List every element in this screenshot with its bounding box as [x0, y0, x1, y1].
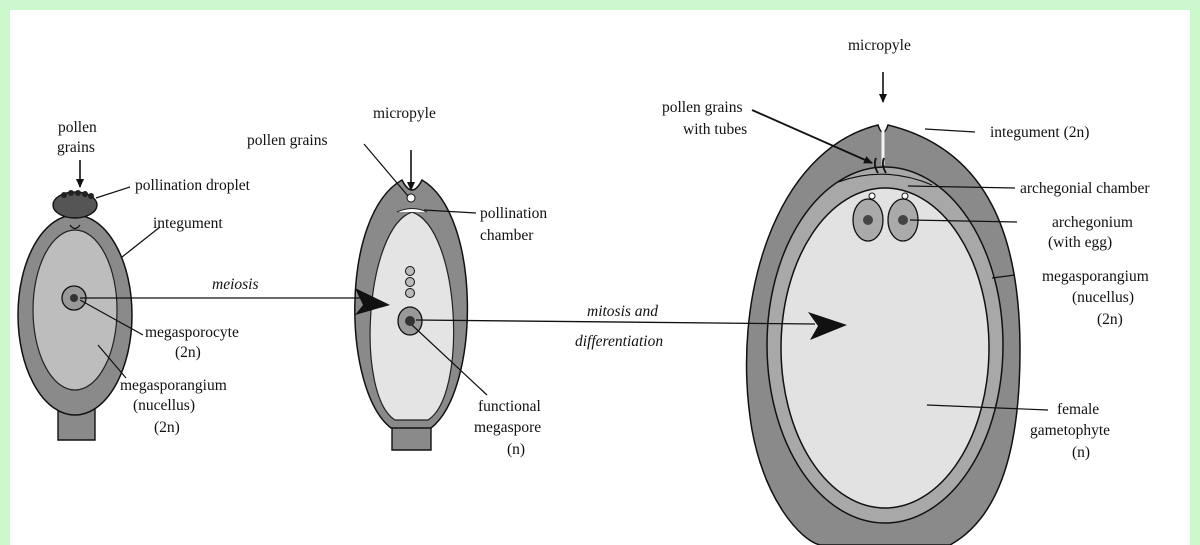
label-meiosis: meiosis: [212, 276, 259, 293]
label-megasporocyte-ploidy: (2n): [175, 344, 201, 361]
label-megasporangium-3-ploidy: (2n): [1097, 311, 1123, 328]
label-mitosis: mitosis and: [587, 303, 658, 320]
label-integument-3: integument (2n): [990, 124, 1089, 141]
label-megasporangium-1-ploidy: (2n): [154, 419, 180, 436]
megaspore-chain: [406, 267, 415, 298]
label-pollen-1a: pollen: [58, 119, 97, 136]
label-megasporangium-1: megasporangium: [120, 377, 227, 394]
label-micropyle-3: micropyle: [848, 37, 911, 54]
label-gametophyte-ploidy: (n): [1072, 444, 1090, 461]
label-functional-megaspore-b: megaspore: [474, 419, 541, 436]
label-differentiation: differentiation: [575, 333, 663, 350]
label-with-egg: (with egg): [1048, 234, 1112, 251]
label-pollination-droplet: pollination droplet: [135, 177, 251, 194]
ovule-stage-3: [747, 72, 1048, 545]
ovule-stage-2: [355, 144, 487, 450]
label-pollination-chamber-a: pollination: [480, 205, 547, 222]
label-pollination-chamber-b: chamber: [480, 227, 534, 244]
label-gametophyte: gametophyte: [1030, 422, 1110, 439]
label-functional-megaspore-a: functional: [478, 398, 541, 415]
label-nucellus-1: (nucellus): [133, 397, 195, 414]
female-gametophyte: [781, 188, 989, 508]
label-pollen-tubes-b: with tubes: [683, 121, 747, 138]
label-archegonial-chamber: archegonial chamber: [1020, 180, 1150, 197]
label-megasporangium-3: megasporangium: [1042, 268, 1149, 285]
label-micropyle-2: micropyle: [373, 105, 436, 122]
label-functional-megaspore-ploidy: (n): [507, 441, 525, 458]
label-pollen-1b: grains: [57, 139, 95, 156]
label-megasporocyte: megasporocyte: [145, 324, 239, 341]
label-nucellus-3: (nucellus): [1072, 289, 1134, 306]
label-female: female: [1057, 401, 1099, 418]
label-archegonium: archegonium: [1052, 214, 1133, 231]
label-integument-1: integument: [153, 215, 223, 232]
label-pollen-grains-2: pollen grains: [247, 132, 328, 149]
label-pollen-tubes-a: pollen grains: [662, 99, 743, 116]
